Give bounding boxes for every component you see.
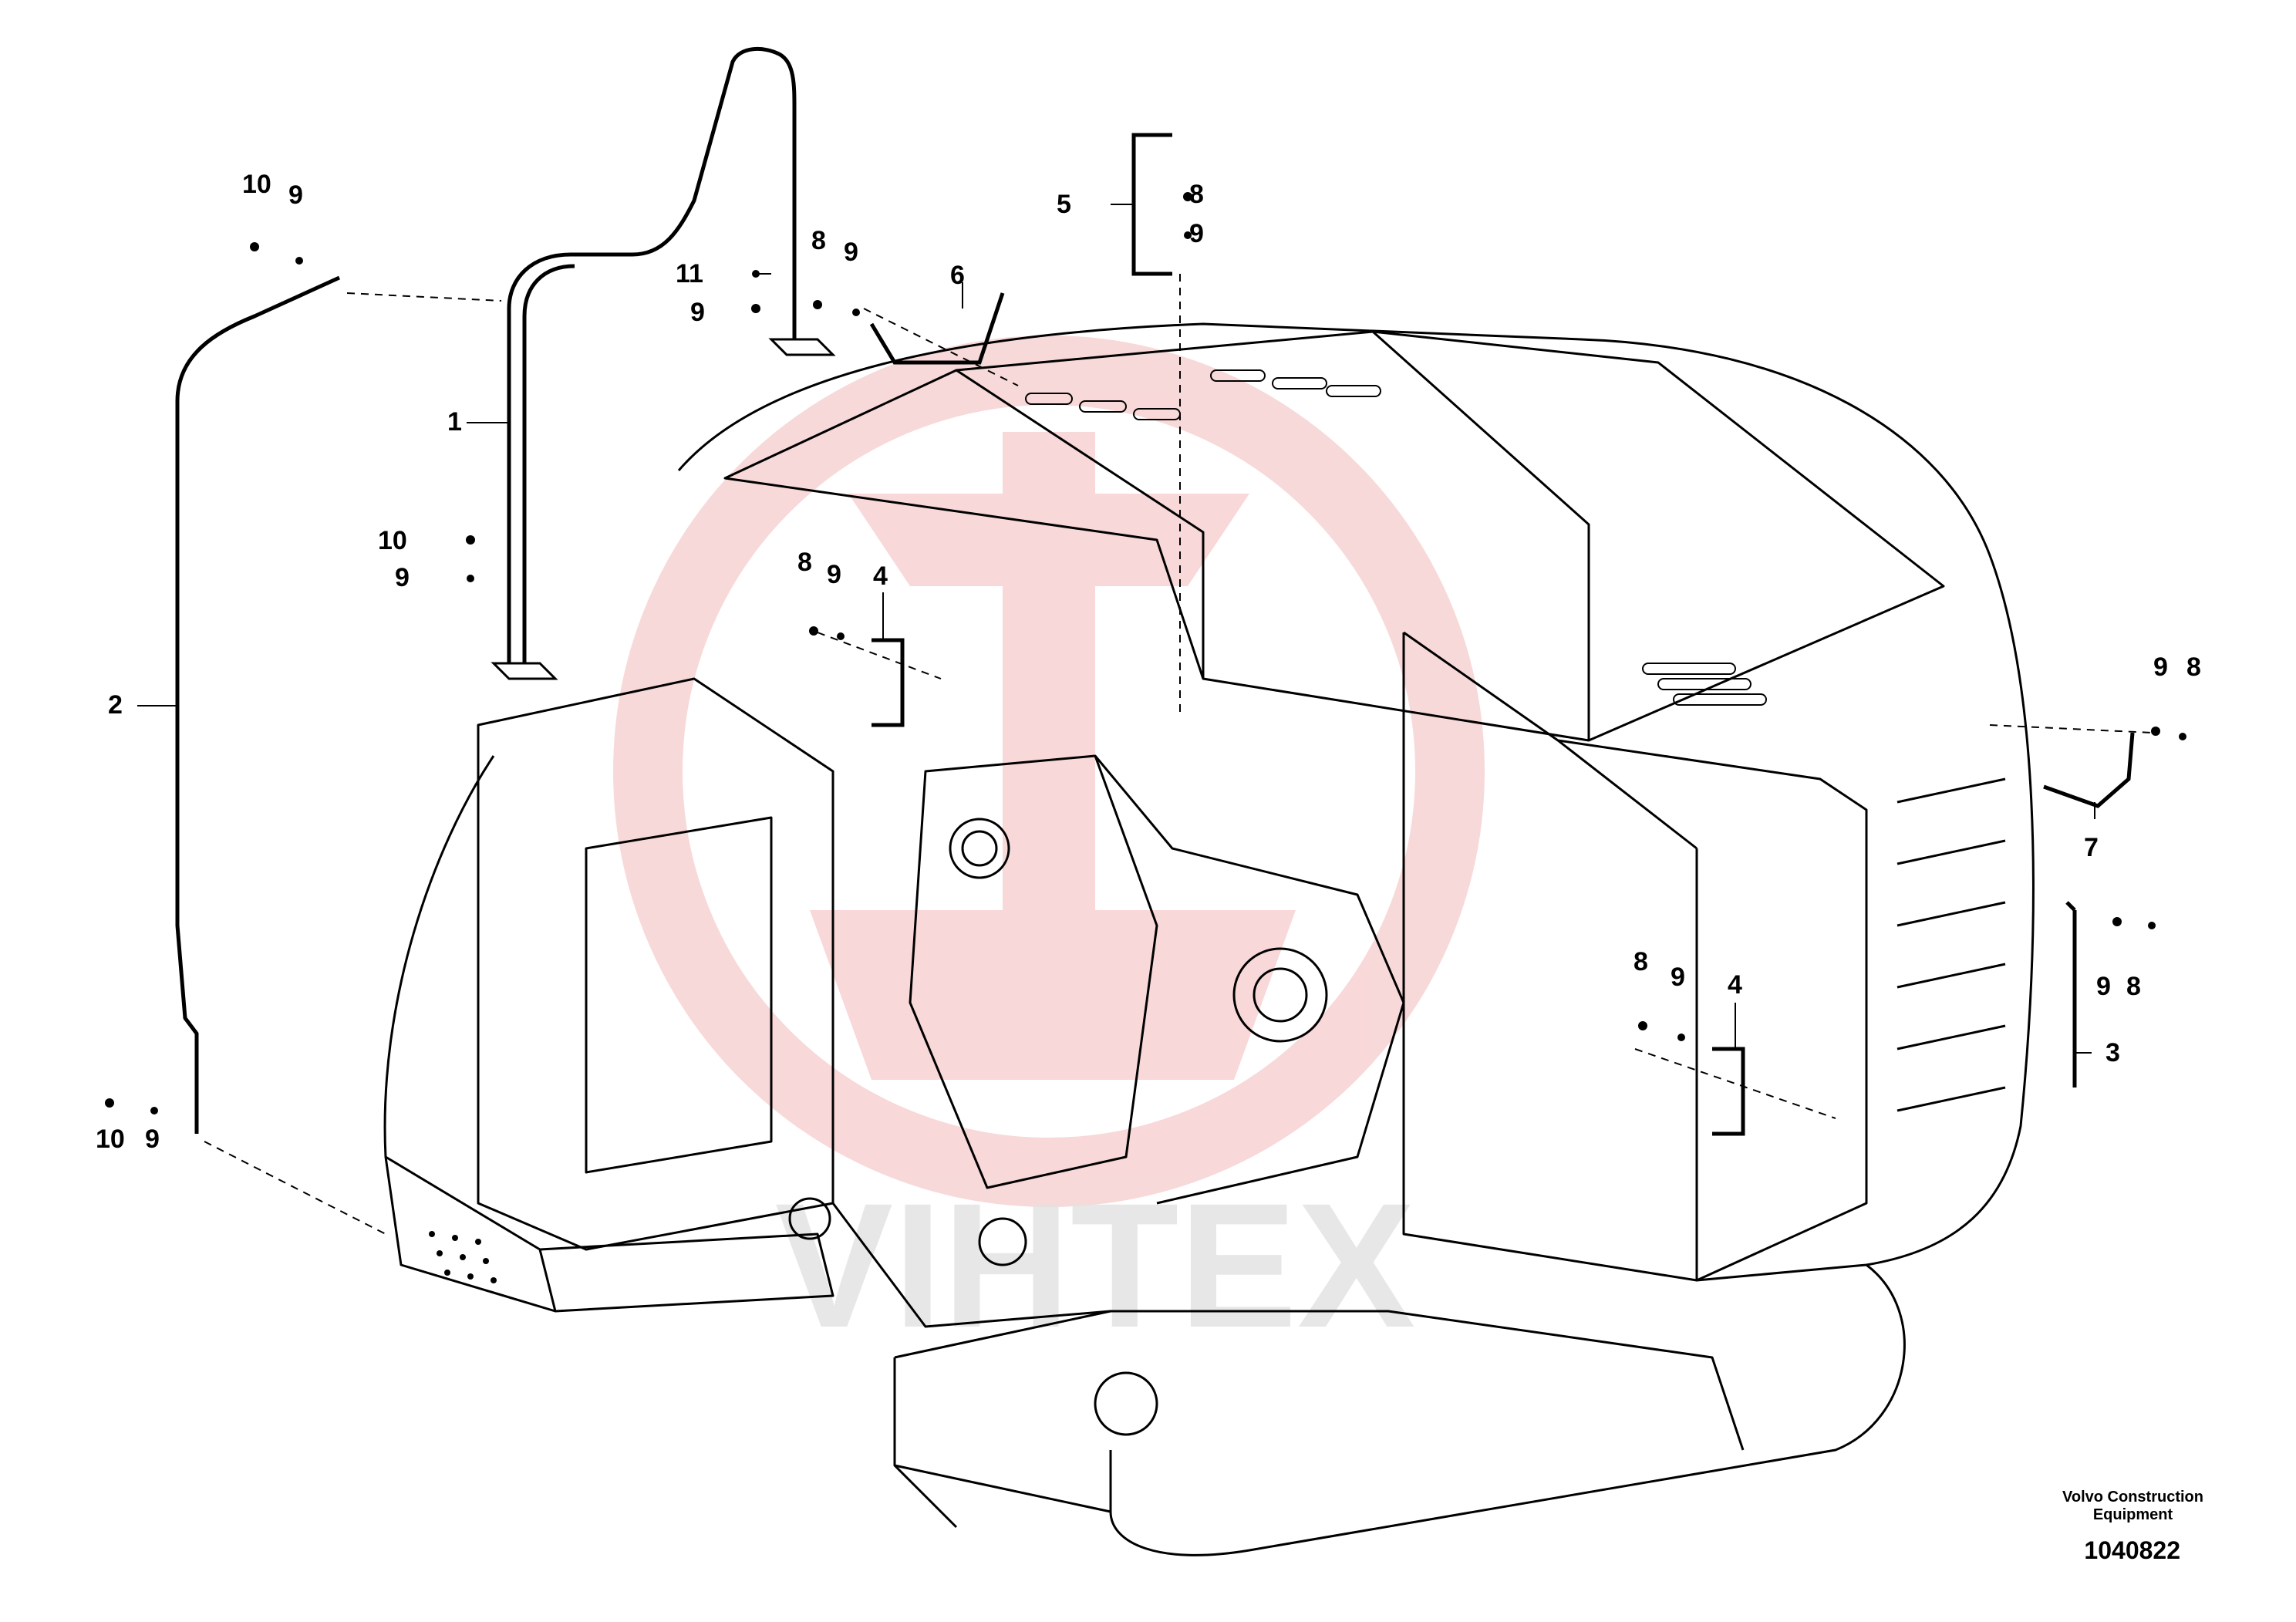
callout-10: 10 [242, 170, 271, 199]
callout-9: 9 [690, 298, 705, 327]
boom-pin-bosses [788, 818, 1328, 1436]
callout-4-right: 4 [1728, 970, 1742, 1000]
drawing-reference-number: 1040822 [2084, 1536, 2180, 1564]
fasteners [105, 192, 2186, 1114]
callout-9: 9 [395, 563, 410, 592]
step-tread [429, 1231, 497, 1283]
callout-6: 6 [950, 261, 965, 290]
handrail-2 [175, 275, 341, 1134]
callout-5: 5 [1057, 190, 1071, 219]
callout-8: 8 [1189, 180, 1204, 209]
publisher-block: Volvo Construction Equipment [2062, 1489, 2203, 1524]
callout-1: 1 [447, 407, 462, 437]
watermark-text: VIHTEX [775, 1166, 1416, 1364]
grab-handle-4-left [872, 638, 905, 727]
callout-8: 8 [2126, 972, 2141, 1001]
callout-9: 9 [827, 560, 841, 589]
leader-lines [137, 204, 2095, 1054]
callout-3: 3 [2106, 1038, 2120, 1067]
watermark-logo [613, 336, 1485, 1207]
grab-handle-5 [1131, 133, 1172, 276]
callout-9: 9 [2153, 653, 2168, 682]
publisher-line-2: Equipment [2092, 1506, 2173, 1523]
callout-4-left: 4 [873, 561, 888, 591]
callout-8: 8 [2186, 653, 2201, 682]
callout-8: 8 [1633, 947, 1648, 976]
deck-louvres [1025, 369, 1767, 706]
publisher-line-1: Volvo Construction [2062, 1489, 2203, 1506]
callout-9: 9 [844, 238, 858, 267]
callout-9: 9 [145, 1125, 160, 1154]
callout-2: 2 [108, 690, 123, 720]
grab-handle-4-right [1712, 1047, 1745, 1136]
callout-9: 9 [2096, 972, 2111, 1001]
grab-handle-7 [2043, 732, 2135, 808]
callout-8: 8 [811, 226, 826, 255]
callout-9: 9 [1671, 963, 1685, 992]
callout-9: 9 [288, 180, 303, 210]
assembly-lines [204, 274, 2153, 1235]
upper-frame [383, 322, 2035, 1556]
callout-9: 9 [1189, 219, 1204, 248]
handrail-1-bases [491, 338, 836, 680]
callout-8: 8 [797, 548, 812, 577]
side-grille [1896, 777, 2006, 1112]
callout-7: 7 [2084, 833, 2099, 862]
callout-10: 10 [378, 526, 407, 555]
callout-11: 11 [676, 259, 703, 288]
handrail-3 [2065, 901, 2077, 1088]
grab-handle-6 [869, 292, 1005, 365]
handrail-1 [507, 46, 797, 663]
callout-10: 10 [96, 1125, 125, 1154]
